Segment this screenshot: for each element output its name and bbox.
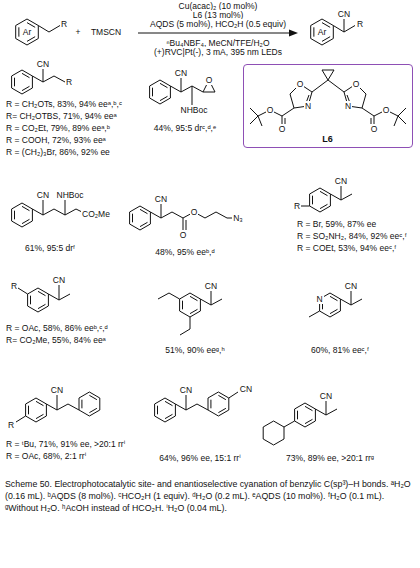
atom-label: O: [382, 105, 391, 115]
atom-label: N: [344, 101, 352, 111]
atom-label: CN: [154, 194, 168, 204]
atom-label: R: [293, 201, 301, 211]
text-label: 48%, 95% eeᵇ,ᵈ: [154, 247, 215, 257]
atom-label: N: [304, 101, 312, 111]
text-label: (+)RVC|Pt(-), 3 mA, 395 nm LEDs: [153, 47, 283, 57]
atom-label: R: [65, 77, 73, 87]
text-label: R = COOH, 72%, 93% eeᵃ: [5, 135, 107, 145]
text-label: R= CO₂Me, 55%, 84% eeᵃ: [5, 335, 107, 345]
text-label: AQDS (5 mol%), HCO₂H (0.5 equiv): [149, 19, 287, 29]
atom-label: CN: [344, 281, 358, 291]
atom-label: NHBoc: [56, 190, 85, 200]
atom-label: +: [75, 27, 82, 37]
scheme-caption: Scheme 50. Electrophotocatalytic site- a…: [5, 478, 415, 514]
atom-label: CN: [52, 275, 66, 285]
atom-label: NHBoc: [180, 105, 209, 115]
atom-label: CN: [239, 384, 253, 394]
text-label: R = COEt, 53%, 94% eeᶜ,ᶠ: [296, 243, 397, 253]
atom-label: CN: [36, 190, 50, 200]
ligand-name: L6: [321, 134, 334, 144]
text-label: 44%, 95:5 drᶜ,ᵈ,ᵉ: [153, 123, 217, 133]
atom-label: O: [205, 75, 214, 85]
atom-label: Ar: [317, 27, 328, 37]
atom-label: O: [296, 79, 305, 89]
atom-label: N₃: [232, 213, 244, 223]
atom-label: N: [316, 294, 324, 304]
atom-label: CN: [174, 68, 188, 78]
atom-label: O: [370, 124, 379, 134]
atom-label: CN: [179, 385, 193, 395]
atom-label: R: [7, 420, 15, 430]
atom-label: O: [179, 230, 188, 240]
atom-label: CN: [334, 176, 348, 186]
text-label: 61%, 95:5 drᶠ: [24, 243, 76, 253]
text-label: R = Br, 59%, 87% ee: [296, 219, 377, 229]
atom-label: CN: [337, 9, 351, 19]
atom-label: CN: [50, 385, 64, 395]
text-label: R = OAc, 68%, 2:1 rrⁱ: [5, 451, 87, 461]
atom-label: CN: [319, 391, 333, 401]
atom-label: O: [352, 79, 361, 89]
text-label: R = SO₂NH₂, 84%, 92% eeᶜ,ᶠ: [296, 231, 408, 241]
atom-label: R: [60, 19, 68, 29]
atom-label: Ar: [22, 27, 33, 37]
text-label: R = CH₂OTs, 83%, 94% eeᵃ,ᵇ,ᶜ: [5, 99, 123, 109]
atom-label: TMSCN: [90, 27, 122, 37]
atom-label: CN: [204, 281, 218, 291]
atom-label: CN: [36, 59, 50, 69]
text-label: R= CH₂OTBS, 71%, 94% eeᵃ: [5, 111, 118, 121]
atom-label: R: [10, 281, 18, 291]
text-label: 64%, 96% ee, 15:1 rrⁱ: [158, 453, 241, 463]
text-label: 51%, 90% eeᵍ,ʰ: [164, 345, 225, 355]
text-label: 60%, 81% eeᶜ,ᶠ: [310, 345, 370, 355]
text-label: R = CO₂Et, 79%, 89% eeᵃ,ᵇ: [5, 123, 111, 133]
atom-label: R: [356, 19, 364, 29]
text-label: R = ᵗBu, 71%, 91% ee, >20:1 rrⁱ: [5, 439, 126, 449]
reaction-arrowhead: [289, 30, 298, 37]
text-label: R = OAc, 58%, 86% eeᵇ,ᶜ,ᵈ: [5, 323, 109, 333]
atom-label: CO₂Me: [81, 209, 111, 219]
atom-label: O: [278, 124, 287, 134]
atom-label: O: [190, 207, 199, 217]
text-label: R = (CH₂)₃Br, 86%, 92% ee: [5, 147, 111, 157]
atom-label: O: [266, 105, 275, 115]
text-label: 73%, 89% ee, >20:1 rrᵍ: [285, 453, 375, 463]
